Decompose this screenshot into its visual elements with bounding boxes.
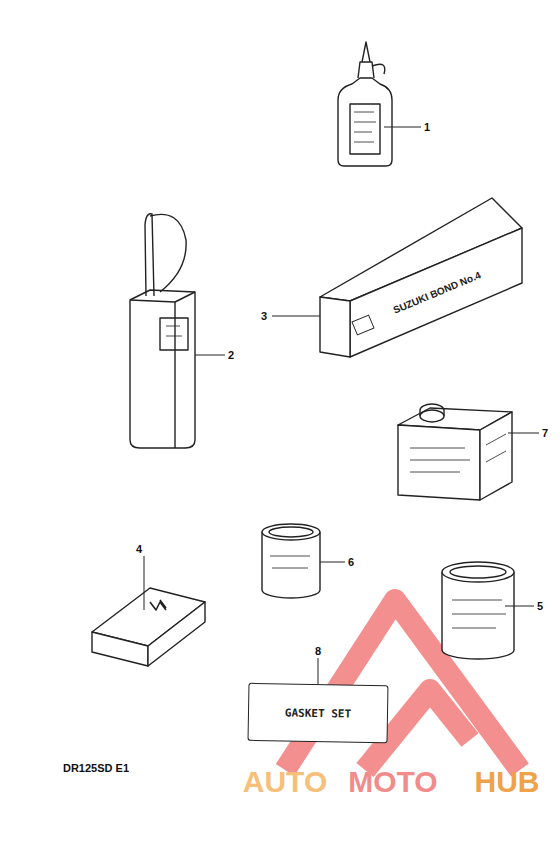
oil-bottle <box>338 42 392 166</box>
callout-number: 3 <box>261 310 267 322</box>
callout-number: 7 <box>542 427 548 439</box>
leader-lines <box>144 127 539 684</box>
watermark-text: AUTO <box>243 765 327 799</box>
watermark-text: HUB <box>475 765 540 799</box>
oil-can <box>130 214 195 448</box>
bond-box <box>320 198 522 357</box>
pouch-label: GASKET SET <box>285 706 351 720</box>
callout-number: 6 <box>348 556 354 568</box>
callout-number: 4 <box>136 543 142 555</box>
watermark-text: MOTO <box>348 765 437 799</box>
tube-box <box>92 588 205 666</box>
callout-number: 8 <box>315 645 321 657</box>
gasket-pouch: GASKET SET <box>248 683 389 743</box>
drawing-code: DR125SD E1 <box>63 762 129 774</box>
square-can <box>398 404 512 500</box>
small-can <box>262 524 320 598</box>
callout-number: 1 <box>424 121 430 133</box>
callout-number: 2 <box>228 349 234 361</box>
callout-number: 5 <box>537 600 543 612</box>
grease-can <box>442 562 514 659</box>
